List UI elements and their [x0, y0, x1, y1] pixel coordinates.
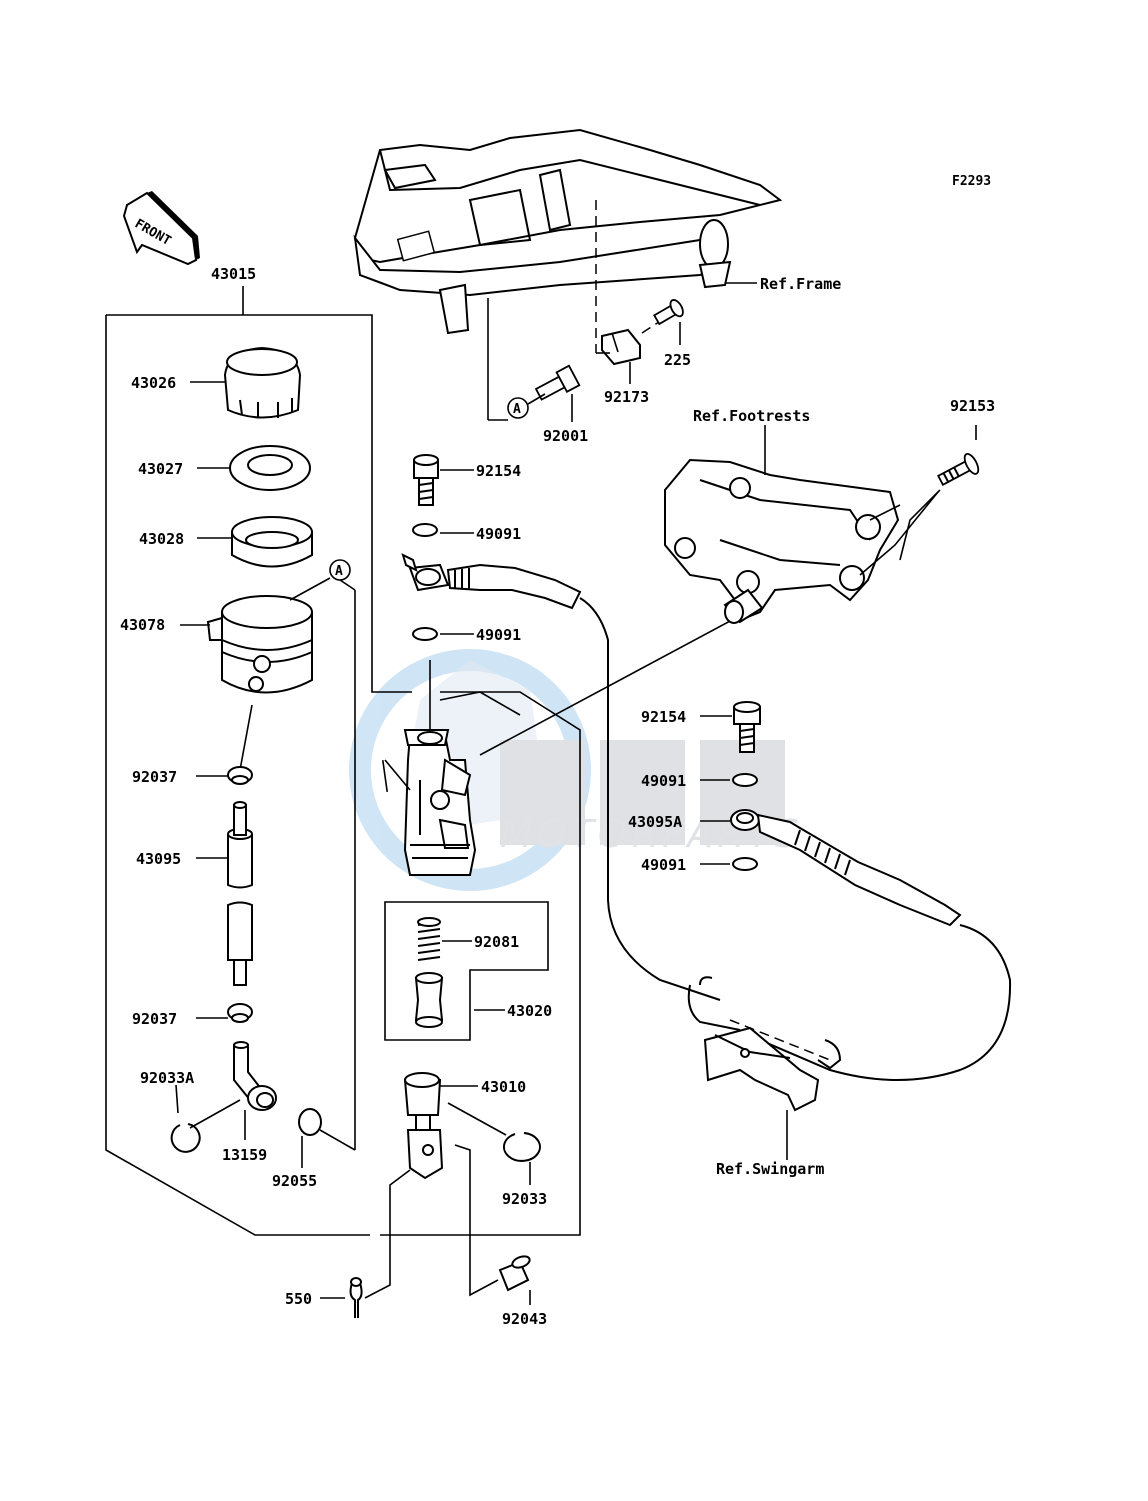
part-label-43027: 43027 — [138, 460, 183, 478]
label-ref-footrests: Ref.Footrests — [693, 407, 810, 425]
elbow-13159-drawing — [233, 1041, 277, 1111]
part-label-49091-2: 49091 — [476, 626, 521, 644]
frame-drawing — [353, 128, 783, 335]
hose-43095-drawing — [227, 801, 253, 986]
cotter-pin-550-drawing — [349, 1277, 363, 1318]
part-label-92153: 92153 — [950, 397, 995, 415]
diaphragm-43027-drawing — [229, 445, 311, 491]
circlip-92033a-drawing — [170, 1123, 201, 1153]
label-ref-frame: Ref.Frame — [760, 275, 841, 293]
part-label-92081: 92081 — [474, 933, 519, 951]
callout-a-top: A — [513, 402, 521, 417]
part-label-49091-3: 49091 — [641, 772, 686, 790]
bracket-92173-drawing — [601, 299, 684, 366]
washer-49091-4-drawing — [732, 857, 758, 871]
master-cylinder-body-drawing — [403, 729, 477, 876]
figure-code: F2293 — [952, 174, 991, 189]
part-label-92037-top: 92037 — [132, 768, 177, 786]
part-label-43015: 43015 — [211, 265, 256, 283]
push-rod-43010-drawing — [403, 1072, 444, 1180]
plate-43028-drawing — [231, 516, 313, 568]
circlip-92033-drawing — [502, 1132, 541, 1162]
callout-a-left: A — [335, 564, 343, 579]
clevis-pin-92043-drawing — [498, 1255, 531, 1292]
banjo-bolt-92154-top-drawing — [413, 454, 439, 506]
spring-92081-drawing — [417, 917, 441, 961]
washer-49091-3-drawing — [732, 773, 758, 787]
banjo-bolt-92154-right-drawing — [733, 701, 761, 753]
part-label-92173: 92173 — [604, 388, 649, 406]
reservoir-43078-drawing — [206, 595, 313, 694]
part-label-49091-1: 49091 — [476, 525, 521, 543]
part-label-43020: 43020 — [507, 1002, 552, 1020]
washer-49091-2-drawing — [412, 627, 438, 641]
part-label-92154-top: 92154 — [476, 462, 521, 480]
part-label-550: 550 — [285, 1290, 312, 1308]
part-label-92043: 92043 — [502, 1310, 547, 1328]
front-arrow-icon: FRONT — [122, 191, 200, 266]
part-label-225: 225 — [664, 351, 691, 369]
hose-clamp-92037-top-drawing — [227, 766, 253, 785]
part-label-43095a: 43095A — [628, 813, 682, 831]
part-label-43078: 43078 — [120, 616, 165, 634]
part-label-92037-bottom: 92037 — [132, 1010, 177, 1028]
footrest-bracket-drawing — [664, 458, 900, 624]
part-label-43095: 43095 — [136, 850, 181, 868]
part-label-92001: 92001 — [543, 427, 588, 445]
part-label-43026: 43026 — [131, 374, 176, 392]
swingarm-hose-guide-drawing — [687, 976, 842, 1112]
o-ring-92055-drawing — [298, 1108, 322, 1136]
part-label-13159: 13159 — [222, 1146, 267, 1164]
bolt-92001-drawing — [534, 364, 581, 401]
brake-hose-upper-drawing — [401, 553, 721, 1001]
part-label-43028: 43028 — [139, 530, 184, 548]
part-label-49091-4: 49091 — [641, 856, 686, 874]
reservoir-cap-43026-drawing — [223, 346, 302, 419]
brake-hose-43095a-drawing — [730, 809, 1012, 1081]
part-label-92033: 92033 — [502, 1190, 547, 1208]
callout-a-circle-top — [507, 397, 529, 419]
piston-assembly-box — [384, 901, 549, 1041]
part-label-92154-right: 92154 — [641, 708, 686, 726]
part-label-43010: 43010 — [481, 1078, 526, 1096]
part-label-92033a: 92033A — [140, 1069, 194, 1087]
hose-clamp-92037-bottom-drawing — [227, 1003, 253, 1023]
washer-49091-1-drawing — [412, 523, 438, 537]
bolt-92153-drawing — [937, 453, 980, 486]
label-ref-swingarm: Ref.Swingarm — [716, 1160, 824, 1178]
piston-43020-drawing — [414, 972, 444, 1028]
part-label-92055: 92055 — [272, 1172, 317, 1190]
